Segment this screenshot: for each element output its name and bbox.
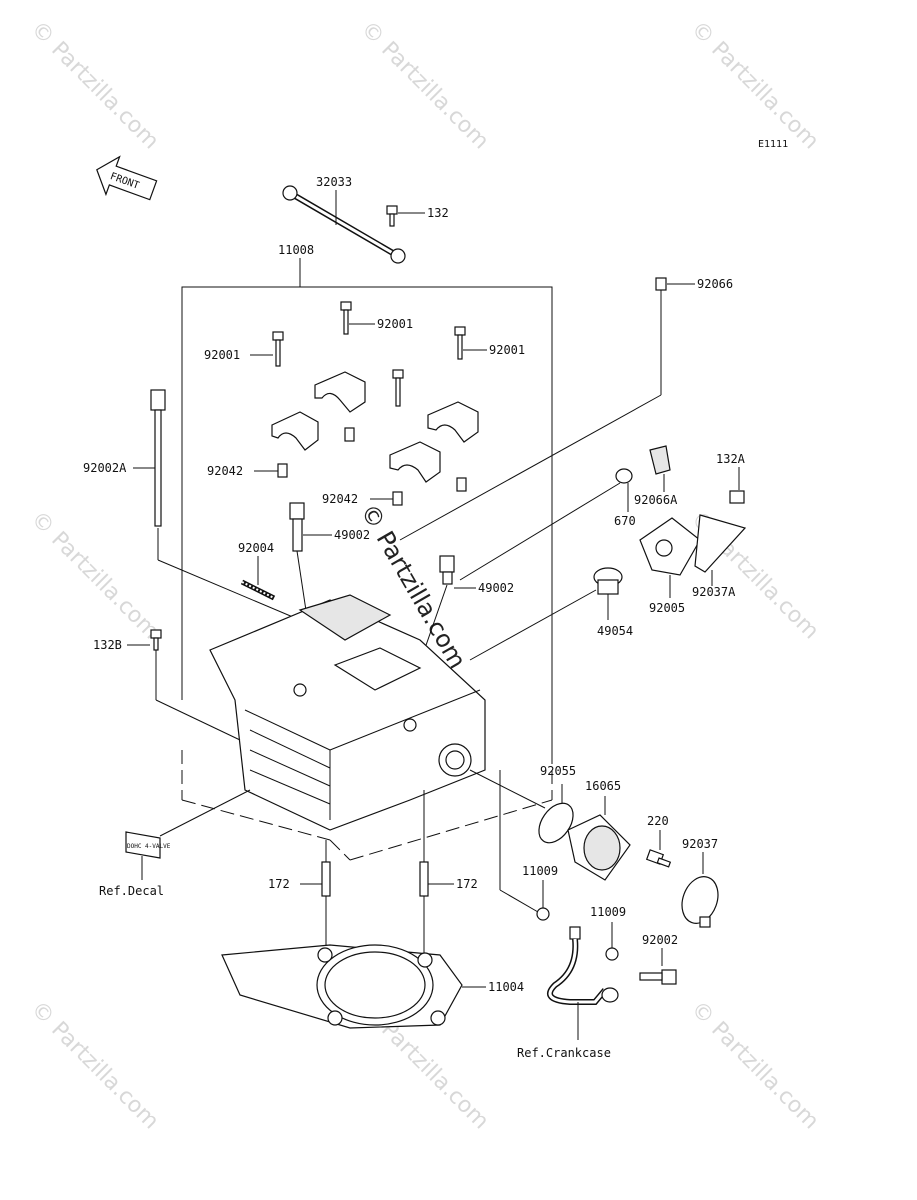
label-ref-decal: Ref.Decal [99, 884, 164, 898]
label-670: 670 [614, 514, 636, 528]
front-arrow-icon: FRONT [96, 155, 158, 201]
fitting-92005-icon [639, 514, 747, 576]
label-11008: 11008 [278, 243, 314, 257]
label-172-b: 172 [456, 877, 478, 891]
bolt-132-icon [386, 205, 398, 227]
label-11009-a: 11009 [522, 864, 558, 878]
label-92002a: 92002A [83, 461, 127, 475]
label-172-a: 172 [268, 877, 290, 891]
label-11009-b: 11009 [590, 905, 626, 919]
watermark: © Partzilla.com [26, 507, 164, 645]
label-92004: 92004 [238, 541, 274, 555]
bolt-92002a-icon [150, 389, 166, 527]
bolt-92001-icon [272, 301, 466, 407]
watermark: © Partzilla.com [356, 17, 494, 155]
holder-16065-icon [567, 814, 631, 881]
label-92001-b: 92001 [204, 348, 240, 362]
label-132b: 132B [93, 638, 122, 652]
label-92002: 92002 [642, 933, 678, 947]
label-49054: 49054 [597, 624, 633, 638]
watermark: © Partzilla.com [686, 17, 824, 155]
label-16065: 16065 [585, 779, 621, 793]
label-49002-a: 49002 [334, 528, 370, 542]
plug-49054-icon [593, 567, 623, 595]
label-92066a: 92066A [634, 493, 678, 507]
label-92042-a: 92042 [207, 464, 243, 478]
label-49002-b: 49002 [478, 581, 514, 595]
label-220: 220 [647, 814, 669, 828]
cylinder-head-icon [209, 594, 486, 831]
cam-cap-icon [271, 371, 479, 483]
watermark: © Partzilla.com [26, 17, 164, 155]
label-32033: 32033 [316, 175, 352, 189]
decal-text: DOHC 4-VALVE [127, 843, 171, 850]
label-11004: 11004 [488, 980, 524, 994]
breather-hose-icon [547, 926, 619, 1005]
label-132a: 132A [716, 452, 746, 466]
gasket-11004-icon [221, 944, 463, 1029]
label-92066: 92066 [697, 277, 733, 291]
watermark: © Partzilla.com [686, 997, 824, 1135]
label-92037: 92037 [682, 837, 718, 851]
decal-icon: DOHC 4-VALVE [125, 831, 171, 859]
label-92042-b: 92042 [322, 492, 358, 506]
watermark: © Partzilla.com [26, 997, 164, 1135]
label-92055: 92055 [540, 764, 576, 778]
label-92037a: 92037A [692, 585, 736, 599]
label-ref-crankcase: Ref.Crankcase [517, 1046, 611, 1060]
label-92001-c: 92001 [489, 343, 525, 357]
diagram-code: E1111 [758, 139, 788, 150]
label-92005: 92005 [649, 601, 685, 615]
label-132: 132 [427, 206, 449, 220]
stay-32033 [282, 185, 406, 264]
label-92001-a: 92001 [377, 317, 413, 331]
